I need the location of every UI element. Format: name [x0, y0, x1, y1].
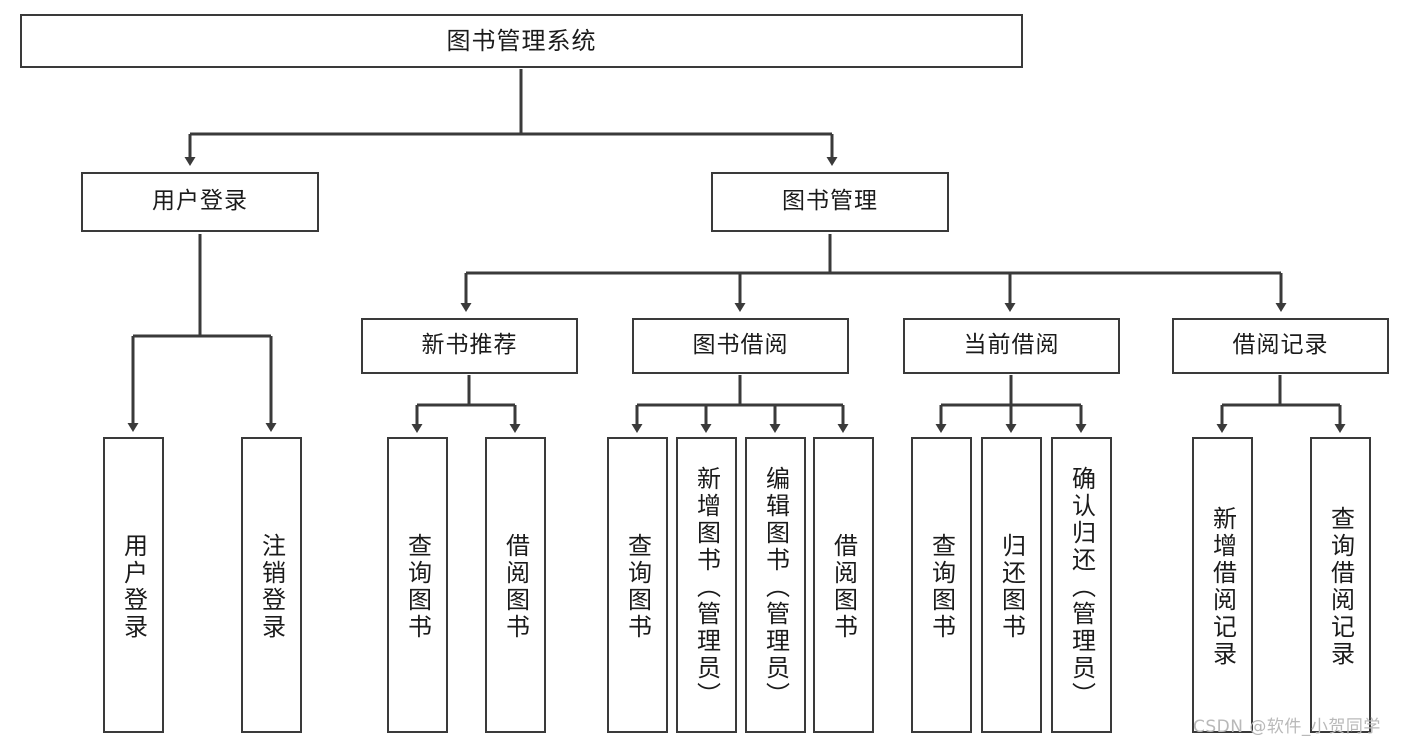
node-label: 新书推荐	[421, 332, 518, 359]
node-borrow-record[interactable]: 借阅记录	[1172, 318, 1389, 374]
node-label: 新增借阅记录	[1208, 506, 1237, 668]
leaf-return-book[interactable]: 归还图书	[981, 437, 1042, 733]
leaf-query-book-recommend[interactable]: 查询图书	[387, 437, 448, 733]
node-label: 归还图书	[997, 533, 1026, 641]
node-book-management[interactable]: 图书管理	[711, 172, 949, 232]
node-label: 查询借阅记录	[1326, 506, 1355, 668]
leaf-query-book-borrow[interactable]: 查询图书	[607, 437, 668, 733]
leaf-add-book[interactable]: 新增图书（管理员）	[676, 437, 737, 733]
node-label: 借阅图书	[829, 533, 858, 641]
leaf-user-logout[interactable]: 注销登录	[241, 437, 302, 733]
node-label: 图书管理系统	[446, 26, 597, 55]
node-label: 借阅记录	[1232, 332, 1329, 359]
node-current-borrow[interactable]: 当前借阅	[903, 318, 1120, 374]
node-label: 用户登录	[152, 188, 248, 215]
node-label: 确认归还（管理员）	[1067, 465, 1096, 709]
leaf-user-login[interactable]: 用户登录	[103, 437, 164, 733]
leaf-borrow-book[interactable]: 借阅图书	[813, 437, 874, 733]
leaf-confirm-return[interactable]: 确认归还（管理员）	[1051, 437, 1112, 733]
node-label: 当前借阅	[963, 332, 1060, 359]
leaf-add-borrow-record[interactable]: 新增借阅记录	[1192, 437, 1253, 733]
node-label: 编辑图书（管理员）	[761, 465, 790, 709]
node-label: 用户登录	[119, 533, 148, 641]
node-label: 图书借阅	[692, 332, 789, 359]
leaf-query-book-current[interactable]: 查询图书	[911, 437, 972, 733]
node-label: 图书管理	[782, 188, 878, 215]
csdn-watermark: CSDN @软件_小贺同学	[1193, 717, 1381, 737]
leaf-borrow-book-recommend[interactable]: 借阅图书	[485, 437, 546, 733]
node-label: 新增图书（管理员）	[692, 465, 721, 709]
node-root-system[interactable]: 图书管理系统	[20, 14, 1023, 68]
node-book-borrow[interactable]: 图书借阅	[632, 318, 849, 374]
node-label: 查询图书	[403, 533, 432, 641]
leaf-edit-book[interactable]: 编辑图书（管理员）	[745, 437, 806, 733]
node-user-login[interactable]: 用户登录	[81, 172, 319, 232]
node-label: 借阅图书	[501, 533, 530, 641]
node-label: 查询图书	[927, 533, 956, 641]
node-new-book-recommend[interactable]: 新书推荐	[361, 318, 578, 374]
node-label: 查询图书	[623, 533, 652, 641]
node-label: 注销登录	[257, 533, 286, 641]
leaf-query-borrow-record[interactable]: 查询借阅记录	[1310, 437, 1371, 733]
